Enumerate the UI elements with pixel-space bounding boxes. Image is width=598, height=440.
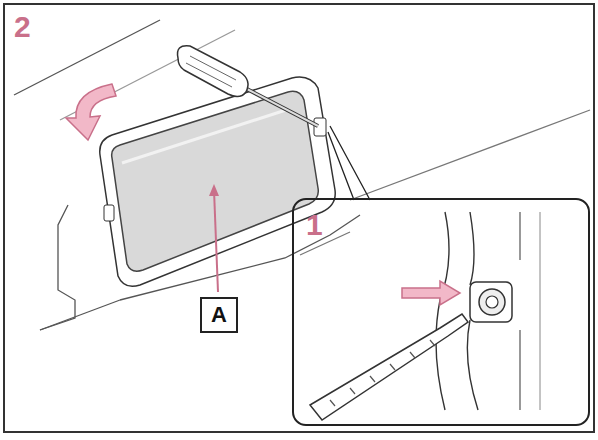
callout-number: 2 — [14, 12, 31, 42]
detail-illustration — [310, 212, 540, 420]
part-letter: A — [211, 304, 227, 326]
detail-leader — [328, 126, 370, 200]
part-label-box: A — [200, 297, 238, 333]
leader-head — [209, 184, 219, 196]
motion-arrow — [66, 84, 116, 140]
detail-inset: 1 — [292, 198, 590, 426]
callout-number: 1 — [306, 210, 323, 240]
screwdriver — [178, 46, 319, 126]
lamp-lens — [112, 91, 319, 271]
diagram-frame: 2 1A — [3, 3, 595, 433]
leader-line — [214, 190, 218, 292]
lens-tab — [104, 205, 114, 221]
